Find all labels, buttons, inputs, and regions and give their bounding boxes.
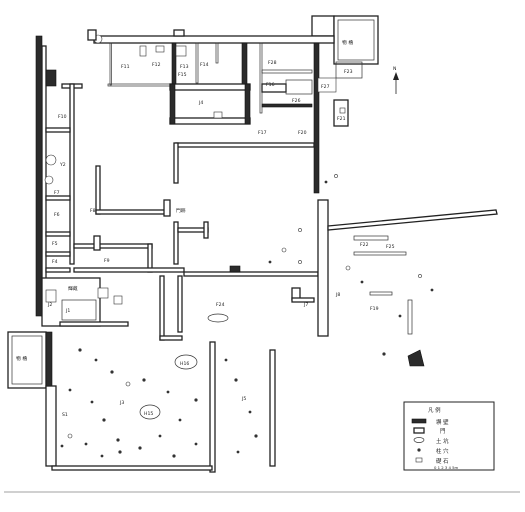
tower-ne-label: 物 櫓 xyxy=(342,39,353,46)
room-J4: J4 xyxy=(169,83,251,125)
label-F25: F25 xyxy=(386,244,395,250)
label-H15: H15 xyxy=(144,411,153,417)
legend: 凡 例 塀 壁 門 土 坑 柱 穴 礎 石 0 1 2 3 4 5m xyxy=(403,401,495,471)
east-wall: F25 F22 F19 J7 xyxy=(303,199,498,367)
legend-post-symbol xyxy=(417,448,421,452)
label-J7: J7 xyxy=(303,302,308,308)
tower-w-label: 物 櫓 xyxy=(16,355,27,362)
label-F5: F5 xyxy=(52,241,58,247)
label-F9: F9 xyxy=(104,258,110,264)
small-building-label: 輝蔵 xyxy=(68,285,78,292)
label-F22: F22 xyxy=(360,242,369,248)
label-F17: F17 xyxy=(258,130,267,136)
northeast-tower: 物 櫓 F23 xyxy=(311,15,379,79)
legend-wall-symbol xyxy=(411,418,427,424)
legend-item-wall: 塀 壁 xyxy=(436,418,449,426)
north-arrow-icon: N xyxy=(393,66,399,94)
label-F28: F28 xyxy=(268,60,277,66)
label-J8: J8 xyxy=(335,292,340,298)
label-J1: J1 xyxy=(65,308,70,314)
label-F24: F24 xyxy=(216,302,225,308)
label-F23: F23 xyxy=(344,69,353,75)
label-F8: F8 xyxy=(90,208,96,214)
label-F16: F16 xyxy=(266,82,275,88)
central-wall: 輝蔵 J1 J2 xyxy=(41,265,319,341)
label-J4: J4 xyxy=(198,100,203,106)
inner-walls: 門跡 xyxy=(95,142,315,265)
label-F15: F15 xyxy=(178,72,187,78)
label-F11: F11 xyxy=(121,64,130,70)
label-H16: H16 xyxy=(180,361,189,367)
east-rooms: F28 F16 F26 F17 F20 F21 F27 xyxy=(258,42,349,194)
label-S1: S1 xyxy=(62,412,68,418)
label-F27: F27 xyxy=(321,84,330,90)
post-holes xyxy=(60,174,434,458)
label-F7: F7 xyxy=(54,190,60,196)
label-F14: F14 xyxy=(200,62,209,68)
label-F10: F10 xyxy=(58,114,67,120)
label-F20: F20 xyxy=(298,130,307,136)
legend-item-gate: 門 xyxy=(440,428,445,435)
north-rooms: F11 F12 F13 F14 F15 xyxy=(107,42,248,88)
label-F26: F26 xyxy=(292,98,301,104)
west-column: F10 Y2 F7 F6 F5 F4 xyxy=(35,35,83,317)
north-wall xyxy=(87,29,335,44)
label-F4: F4 xyxy=(52,259,58,265)
label-F19: F19 xyxy=(370,306,379,312)
label-Y2: Y2 xyxy=(59,162,66,168)
south-area: H16 H15 J3 J5 S1 J8 xyxy=(51,292,340,473)
label-J2: J2 xyxy=(47,302,52,308)
label-F21: F21 xyxy=(337,116,346,122)
legend-title: 凡 例 xyxy=(428,406,441,414)
label-F13: F13 xyxy=(180,64,189,70)
north-label: N xyxy=(393,66,396,72)
southwest-tower: 物 櫓 xyxy=(7,331,57,467)
label-F12: F12 xyxy=(152,62,161,68)
legend-scale: 0 1 2 3 4 5m xyxy=(434,465,459,470)
room-F9: F9 F8 xyxy=(73,208,185,273)
legend-gate-symbol xyxy=(413,427,425,434)
legend-item-pit: 土 坑 xyxy=(436,437,449,445)
legend-stone-symbol xyxy=(415,457,423,463)
label-J3: J3 xyxy=(119,400,124,406)
legend-item-stone: 礎 石 xyxy=(436,457,449,465)
gate-label: 門跡 xyxy=(176,207,186,214)
label-F6: F6 xyxy=(54,212,60,218)
legend-pit-symbol xyxy=(413,437,425,443)
area-F24: F24 xyxy=(207,287,315,323)
legend-item-post: 柱 穴 xyxy=(436,447,449,455)
label-J5: J5 xyxy=(241,396,246,402)
